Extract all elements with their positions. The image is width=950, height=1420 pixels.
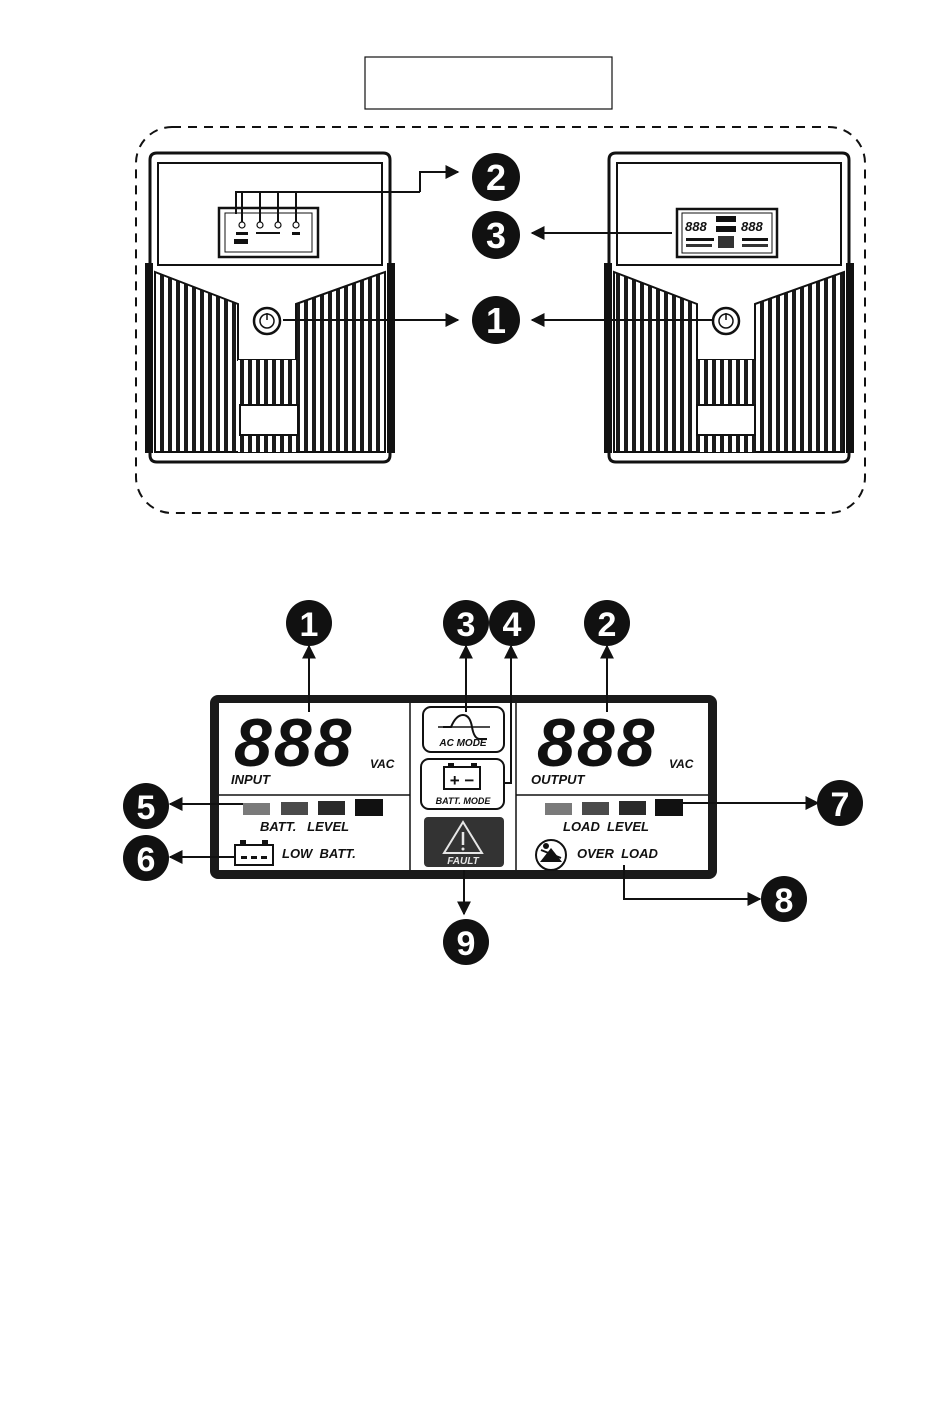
batt-level-segment-1	[243, 803, 270, 815]
svg-text:2: 2	[598, 606, 617, 644]
lcd-panel: 888 VAC INPUT 888 VAC OUTPUT AC MODE + −…	[210, 695, 717, 879]
load-level-segment-2	[582, 802, 609, 815]
batt-level-segment-3	[318, 801, 345, 815]
svg-text:LOW BATT.: LOW BATT.	[282, 846, 356, 861]
svg-text:4: 4	[503, 606, 522, 644]
callout-2-top: 2	[472, 153, 520, 201]
input-unit-label: VAC	[370, 757, 395, 771]
svg-text:8: 8	[775, 882, 794, 920]
load-level-segment-4	[655, 799, 683, 816]
callout-lcd-1: 1	[286, 600, 332, 646]
callout-lcd-2: 2	[584, 600, 630, 646]
output-voltage-digits: 888	[537, 705, 656, 781]
front-label-plate	[697, 405, 755, 435]
svg-text:FAULT: FAULT	[447, 856, 479, 867]
svg-text:AC MODE: AC MODE	[438, 738, 487, 749]
callout-lcd-9: 9	[443, 919, 489, 965]
output-unit-label: VAC	[669, 757, 694, 771]
callout-lcd-6: 6	[123, 835, 169, 881]
front-label-plate	[240, 405, 298, 435]
svg-text:7: 7	[831, 786, 850, 824]
callout-1-top: 1	[472, 296, 520, 344]
svg-text:9: 9	[457, 925, 476, 963]
input-label: INPUT	[231, 772, 271, 787]
svg-text:3: 3	[486, 215, 506, 256]
svg-text:LOAD LEVEL: LOAD LEVEL	[563, 819, 649, 834]
svg-text:+ −: + −	[450, 771, 475, 790]
caption-box	[365, 57, 612, 109]
callout-lcd-5: 5	[123, 783, 169, 829]
output-label: OUTPUT	[531, 772, 586, 787]
svg-text:2: 2	[486, 157, 506, 198]
svg-text:1: 1	[300, 606, 319, 644]
batt-level-segment-4	[355, 799, 383, 816]
callout-lcd-7: 7	[817, 780, 863, 826]
svg-text:BATT. MODE: BATT. MODE	[436, 796, 492, 806]
callout-lcd-4: 4	[489, 600, 535, 646]
svg-text:888: 888	[741, 219, 763, 234]
load-level-segment-3	[619, 801, 646, 815]
svg-text:BATT. LEVEL: BATT. LEVEL	[260, 819, 349, 834]
svg-text:5: 5	[137, 789, 156, 827]
load-level-segment-1	[545, 803, 572, 815]
svg-text:1: 1	[486, 300, 506, 341]
ups-unit-right: 888 888	[604, 153, 854, 462]
arrow-to-callout-2	[420, 172, 458, 192]
svg-text:6: 6	[137, 841, 156, 879]
callout-lcd-3: 3	[443, 600, 489, 646]
low-battery-icon	[235, 845, 273, 865]
svg-text:3: 3	[457, 606, 476, 644]
svg-text:888: 888	[685, 219, 707, 234]
power-button[interactable]	[713, 308, 739, 334]
batt-level-segment-2	[281, 802, 308, 815]
callout-3-top: 3	[472, 211, 520, 259]
power-button[interactable]	[254, 308, 280, 334]
input-voltage-digits: 888	[234, 705, 353, 781]
svg-text:OVER LOAD: OVER LOAD	[577, 846, 659, 861]
ups-unit-left	[145, 153, 420, 462]
callout-lcd-8: 8	[761, 876, 807, 922]
